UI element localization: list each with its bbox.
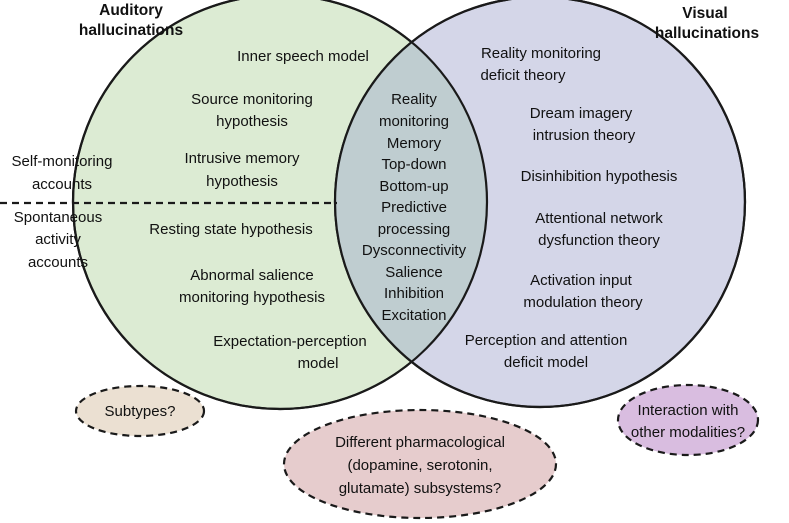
shared-item: Predictive: [381, 199, 447, 216]
visual-item: intrusion theory: [533, 127, 636, 144]
auditory-title-1: Auditory: [99, 2, 163, 19]
subtypes-label: Subtypes?: [105, 403, 176, 420]
visual-title-1: Visual: [682, 5, 727, 22]
visual-item: Attentional network: [535, 210, 663, 227]
spontaneous-label-3: accounts: [28, 254, 88, 271]
shared-item: Excitation: [381, 307, 446, 324]
visual-item: dysfunction theory: [538, 232, 660, 249]
auditory-item: Inner speech model: [237, 48, 369, 65]
visual-item: Activation input: [530, 272, 633, 289]
auditory-item: Resting state hypothesis: [149, 221, 312, 238]
visual-item: deficit model: [504, 354, 588, 371]
auditory-item: Source monitoring: [191, 91, 313, 108]
shared-item: Memory: [387, 135, 442, 152]
shared-item: processing: [378, 221, 451, 238]
visual-item: Perception and attention: [465, 332, 628, 349]
spontaneous-label-1: Spontaneous: [14, 209, 102, 226]
visual-item: Disinhibition hypothesis: [521, 168, 678, 185]
pharmacological-label-1: Different pharmacological: [335, 434, 505, 451]
shared-item: Inhibition: [384, 285, 444, 302]
auditory-item: model: [298, 355, 339, 372]
shared-item: Salience: [385, 264, 443, 281]
visual-item: Dream imagery: [530, 105, 633, 122]
auditory-item: Intrusive memory: [184, 150, 300, 167]
shared-item: Dysconnectivity: [362, 242, 467, 259]
modalities-bubble: [616, 383, 760, 457]
overlap-region: [335, 0, 487, 407]
subtypes-bubble: [74, 384, 206, 438]
auditory-item: Abnormal salience: [190, 267, 313, 284]
auditory-item: hypothesis: [216, 113, 288, 130]
visual-title-2: hallucinations: [655, 25, 759, 42]
modalities-label-2: other modalities?: [631, 424, 745, 441]
modalities-label-1: Interaction with: [638, 402, 739, 419]
shared-item: Bottom-up: [379, 178, 448, 195]
visual-item: deficit theory: [480, 67, 566, 84]
auditory-item: hypothesis: [206, 173, 278, 190]
self-monitoring-label-1: Self-monitoring: [12, 153, 113, 170]
pharmacological-label-2: (dopamine, serotonin,: [347, 457, 492, 474]
shared-item: Top-down: [381, 156, 446, 173]
visual-circle-outline: [333, 0, 747, 409]
auditory-item: monitoring hypothesis: [179, 289, 325, 306]
shared-item: Reality: [391, 91, 437, 108]
auditory-title-2: hallucinations: [79, 22, 183, 39]
self-monitoring-label-2: accounts: [32, 176, 92, 193]
spontaneous-label-2: activity: [35, 231, 81, 248]
visual-item: modulation theory: [523, 294, 643, 311]
auditory-item: Expectation-perception: [213, 333, 366, 350]
pharmacological-label-3: glutamate) subsystems?: [339, 480, 502, 497]
shared-item: monitoring: [379, 113, 449, 130]
visual-item: Reality monitoring: [481, 45, 601, 62]
pharmacological-bubble: [282, 408, 558, 520]
